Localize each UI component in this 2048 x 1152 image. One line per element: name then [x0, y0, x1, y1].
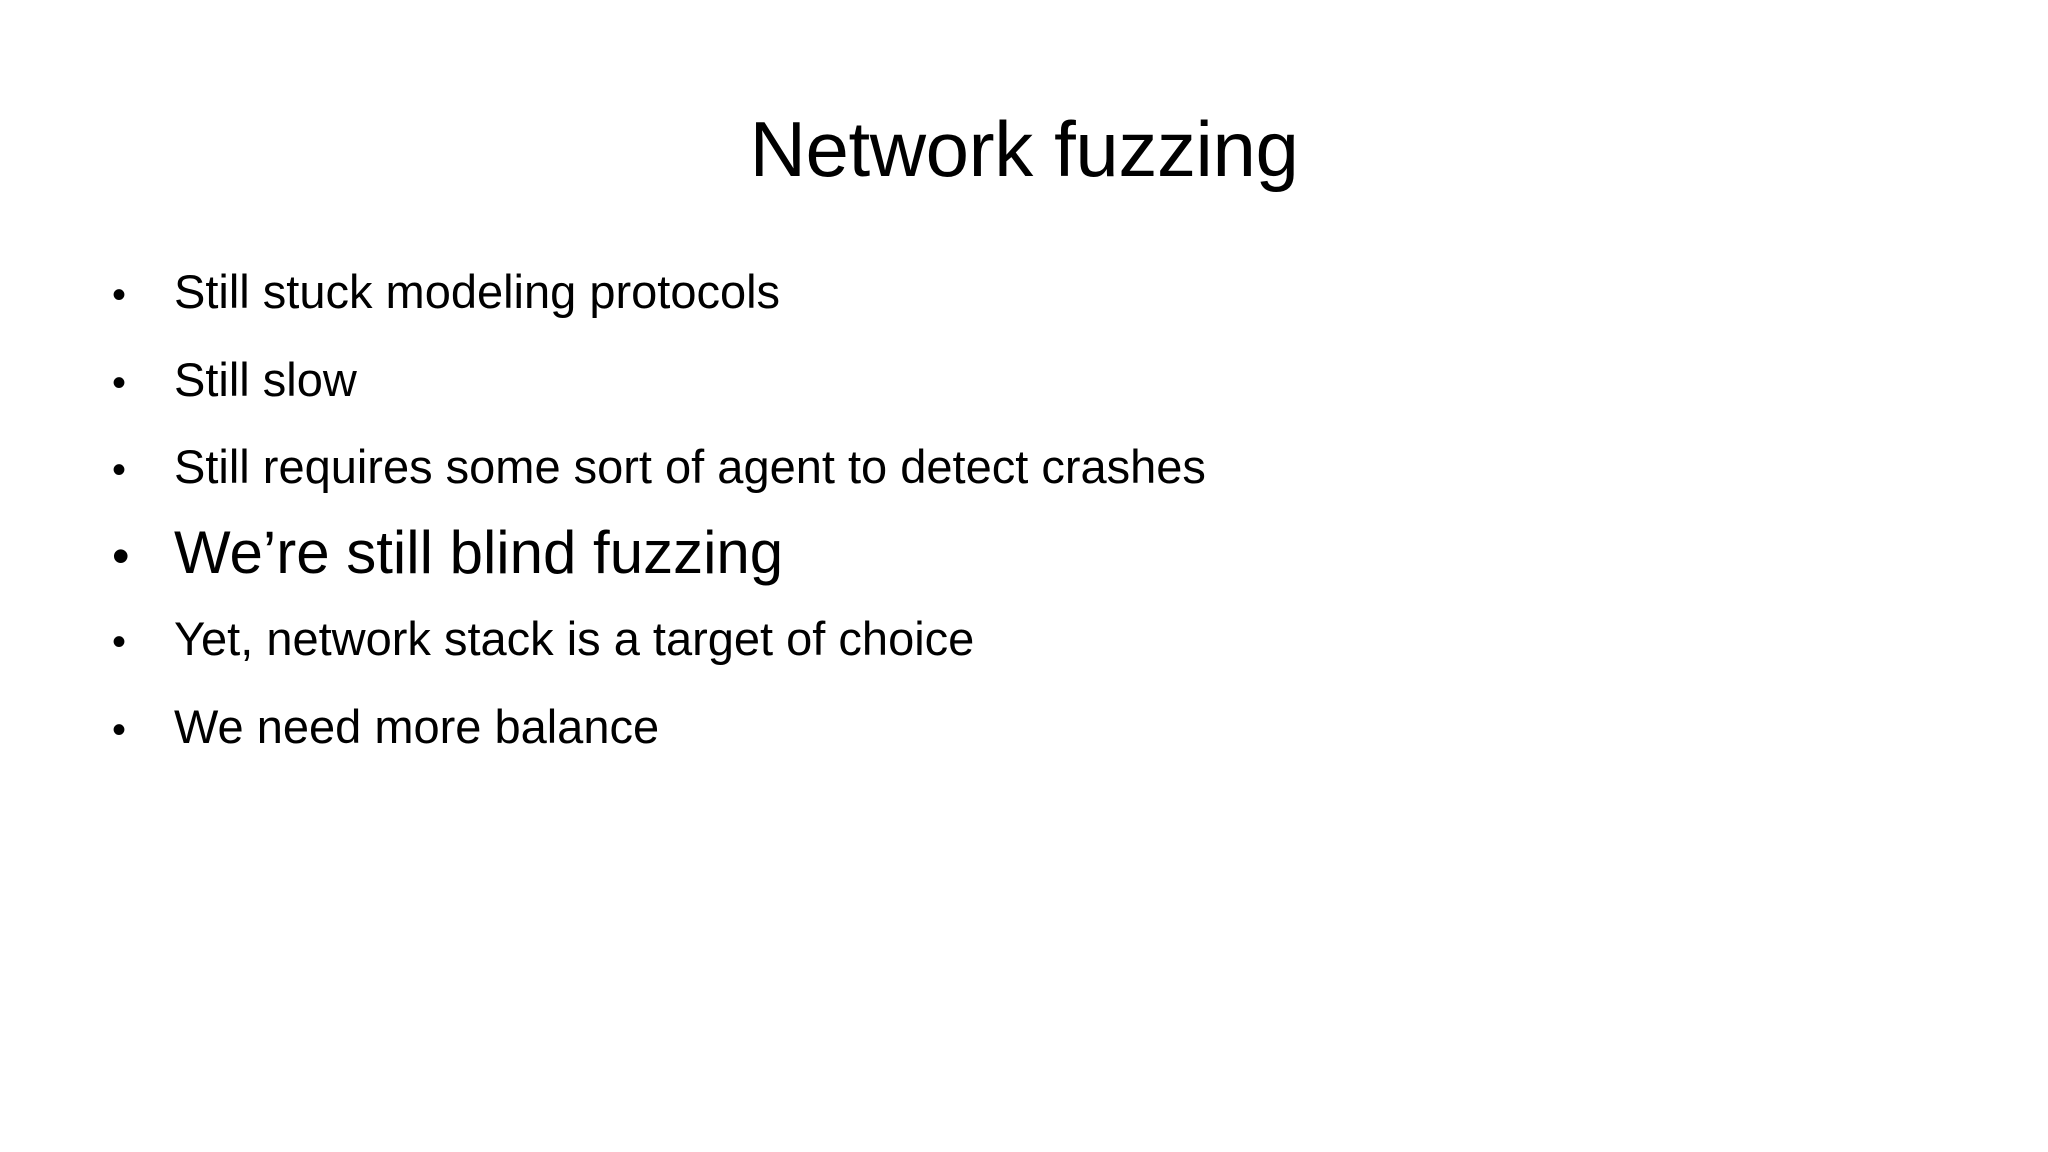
list-item[interactable]: • Still stuck modeling protocols [112, 268, 1942, 315]
list-item-label: We need more balance [174, 700, 660, 753]
bullet-point-icon: • [112, 708, 127, 752]
list-item[interactable]: • Still slow [112, 356, 1942, 403]
list-item-label: Still requires some sort of agent to det… [174, 440, 1206, 493]
list-item[interactable]: • We need more balance [112, 703, 1942, 750]
bullet-point-icon: • [112, 448, 127, 492]
bullet-point-icon: • [112, 273, 127, 317]
slide-bullet-list: • Still stuck modeling protocols • Still… [112, 268, 1942, 750]
bullet-point-icon: • [112, 528, 130, 584]
list-item-emphasized[interactable]: • We’re still blind fuzzing [112, 523, 1942, 583]
list-item[interactable]: • Yet, network stack is a target of choi… [112, 615, 1942, 662]
list-item-label: We’re still blind fuzzing [174, 519, 784, 586]
list-item-label: Yet, network stack is a target of choice [174, 612, 975, 665]
bullet-point-icon: • [112, 361, 127, 405]
list-item-label: Still slow [174, 353, 357, 406]
slide-title: Network fuzzing [749, 105, 1299, 194]
bullet-point-icon: • [112, 620, 127, 664]
list-item[interactable]: • Still requires some sort of agent to d… [112, 443, 1942, 490]
list-item-label: Still stuck modeling protocols [174, 265, 781, 318]
